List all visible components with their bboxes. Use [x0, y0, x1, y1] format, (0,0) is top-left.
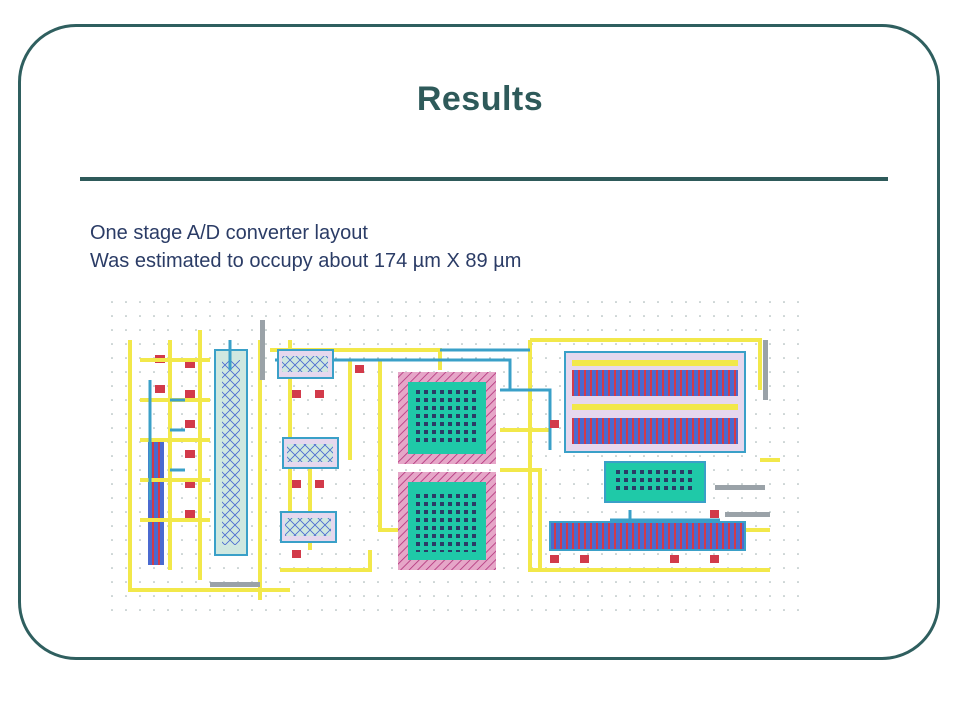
output-latch-array	[549, 420, 746, 563]
slide-frame	[18, 24, 940, 660]
metal2-routing	[148, 340, 720, 530]
slide-title: Results	[416, 80, 544, 118]
bus-bars	[210, 320, 770, 587]
slide-body: One stage A/D converter layout Was estim…	[90, 219, 521, 275]
body-line-1: One stage A/D converter layout	[90, 222, 368, 244]
capacitor-array	[398, 372, 496, 570]
adc-layout-image	[110, 300, 800, 620]
left-transistor-column	[148, 349, 248, 565]
comparator-array	[564, 351, 746, 453]
body-line-2: Was estimated to occupy about 174 µm X 8…	[90, 250, 522, 272]
middle-logic-cells	[277, 349, 364, 558]
reference-block	[604, 461, 706, 503]
title-divider	[80, 177, 888, 181]
